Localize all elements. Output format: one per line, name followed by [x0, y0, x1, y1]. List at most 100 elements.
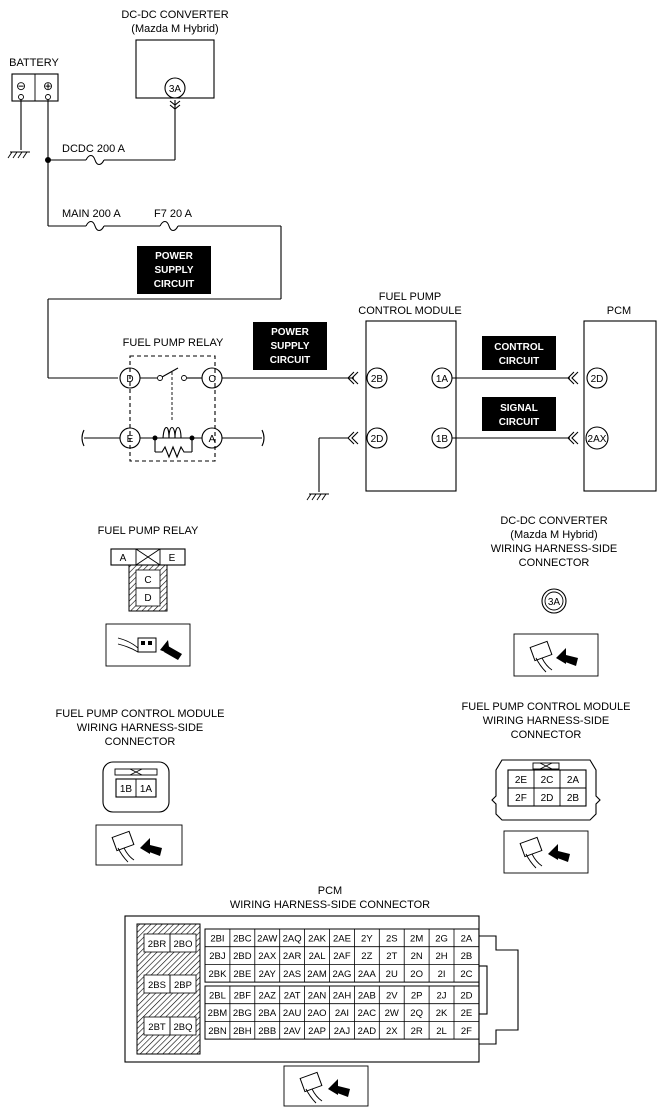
fpcm2-title: CONNECTOR: [511, 729, 582, 741]
pcm-pin-cell: 2AB: [358, 990, 376, 1001]
connector-plug-icon: [503, 830, 589, 874]
pcm-pin-cell: 2BK: [208, 969, 227, 980]
pcm-pin-cell: 2AZ: [259, 990, 277, 1001]
pcm-pin-cell: 2A: [461, 933, 473, 944]
fuel-pump-relay: FUEL PUMP RELAY D C E A: [81, 337, 354, 462]
ground-icon: [306, 493, 329, 501]
pcm-pin-cell: 2AG: [332, 969, 351, 980]
connector-plug-icon: [95, 824, 183, 866]
fuse-icon: [85, 220, 105, 232]
dcdc-connector-title: WIRING HARNESS-SIDE: [491, 543, 618, 555]
dcdc-converter: DC-DC CONVERTER (Mazda M Hybrid) 3A: [121, 9, 229, 160]
relay-connector-pin-e: E: [169, 553, 176, 564]
relay-pin-e: E: [127, 434, 134, 445]
pcm-pin-cell: 2BA: [258, 1008, 277, 1019]
pcm-pin-left: 2BQ: [173, 1022, 192, 1033]
connector-plug-icon: [283, 1065, 369, 1107]
fuse-dcdc: DCDC 200 A: [48, 143, 175, 166]
pcm-pin-cell: 2AY: [259, 969, 277, 980]
pcm-pin-cell: 2AV: [284, 1026, 302, 1037]
fpcm1-pin-1b: 1B: [120, 784, 133, 795]
pcm-pin-cell: 2M: [410, 933, 423, 944]
fuse-main-label: MAIN 200 A: [62, 208, 121, 220]
dcdc-connector-pin-3a: 3A: [548, 597, 561, 608]
badge-line: CIRCUIT: [499, 417, 540, 428]
dcdc-connector-title: DC-DC CONVERTER: [500, 515, 607, 527]
power-supply-badge-2: POWER SUPPLY CIRCUIT: [253, 322, 327, 370]
pcm-connector-title: WIRING HARNESS-SIDE CONNECTOR: [230, 899, 430, 911]
fpcm-title: CONTROL MODULE: [358, 305, 462, 317]
pcm-pin-cell: 2L: [436, 1026, 447, 1037]
pcm-pin-cell: 2G: [435, 933, 448, 944]
pcm-pin-cell: 2BG: [233, 1008, 252, 1019]
fpcm2-pin-2a: 2A: [567, 775, 580, 786]
dcdc-connector-title: (Mazda M Hybrid): [510, 529, 597, 541]
pcm-pin-cell: 2Q: [410, 1008, 423, 1019]
pcm-pin-cell: 2K: [436, 1008, 448, 1019]
pcm-pin-cell: 2AP: [308, 1026, 326, 1037]
battery-plus-icon: ⊕: [43, 79, 53, 93]
fuse-dcdc-label: DCDC 200 A: [62, 143, 126, 155]
pcm-pin-cell: 2BJ: [209, 951, 226, 962]
fpcm-pin-2b: 2B: [371, 374, 384, 385]
power-supply-badge-1: POWER SUPPLY CIRCUIT: [137, 246, 211, 294]
pcm-pin-cell: 2AF: [333, 951, 351, 962]
pcm-pin-cell: 2AN: [308, 990, 327, 1001]
relay-pin-a: A: [209, 434, 216, 445]
pcm-pin-cell: 2AU: [283, 1008, 302, 1019]
ground-icon: [7, 151, 30, 159]
fpcm-title: FUEL PUMP: [379, 291, 442, 303]
pcm-pin-cell: 2H: [435, 951, 447, 962]
pcm-pin-cell: 2BC: [233, 933, 252, 944]
fpcm1-title: CONNECTOR: [105, 736, 176, 748]
badge-line: CIRCUIT: [499, 356, 540, 367]
badge-line: POWER: [271, 327, 310, 338]
pcm: PCM 2D 2AX: [567, 305, 657, 492]
pcm-pin-cell: 2D: [460, 990, 472, 1001]
pcm-pin-cell: 2AD: [358, 1026, 377, 1037]
relay-connector-title: FUEL PUMP RELAY: [98, 525, 199, 537]
fpcm2-pin-2c: 2C: [541, 775, 554, 786]
dcdc-connector-title: CONNECTOR: [519, 557, 590, 569]
pcm-pin-cell: 2Z: [361, 951, 372, 962]
pcm-pin-cell: 2AX: [258, 951, 277, 962]
pcm-pin-cell: 2BB: [258, 1026, 276, 1037]
pcm-pin-left: 2BS: [148, 980, 166, 991]
fuse-icon: [159, 220, 179, 232]
fpcm-connector-1: FUEL PUMP CONTROL MODULE WIRING HARNESS-…: [56, 708, 225, 866]
badge-line: CONTROL: [494, 342, 543, 353]
signal-circuit-badge: SIGNAL CIRCUIT: [482, 397, 556, 431]
dcdc-pin-3a: 3A: [169, 84, 182, 95]
badge-line: SUPPLY: [270, 341, 309, 352]
fpcm2-pin-2f: 2F: [515, 793, 527, 804]
fpcm1-title: FUEL PUMP CONTROL MODULE: [56, 708, 225, 720]
pcm-connector-title: PCM: [318, 885, 342, 897]
badge-line: POWER: [155, 251, 194, 262]
relay-connector: FUEL PUMP RELAY A E C D: [98, 525, 199, 667]
pcm-pin-cell: 2AJ: [334, 1026, 351, 1037]
fpcm-pin-1a: 1A: [436, 374, 449, 385]
pcm-pin-cell: 2B: [461, 951, 473, 962]
relay-connector-pin-c: C: [144, 575, 151, 586]
pcm-pin-cell: 2T: [386, 951, 397, 962]
pcm-pin-left: 2BO: [173, 939, 192, 950]
pcm-pin-cell: 2AL: [309, 951, 326, 962]
pcm-pin-cell: 2BM: [208, 1008, 228, 1019]
relay-connector-pin-d: D: [144, 593, 151, 604]
fuse-icon: [85, 154, 105, 166]
pcm-pin-cell: 2I: [438, 969, 446, 980]
pcm-pin-2d: 2D: [591, 374, 604, 385]
badge-line: CIRCUIT: [270, 355, 311, 366]
pcm-pin-cell: 2J: [437, 990, 447, 1001]
pcm-pin-cell: 2AQ: [283, 933, 302, 944]
connector-plug-icon: [105, 623, 191, 667]
pcm-pin-cell: 2U: [386, 969, 398, 980]
fpcm2-title: FUEL PUMP CONTROL MODULE: [462, 701, 631, 713]
battery-minus-icon: ⊖: [16, 79, 26, 93]
pcm-pin-cell: 2AS: [283, 969, 301, 980]
pcm-pin-cell: 2AO: [308, 1008, 327, 1019]
fpcm2-title: WIRING HARNESS-SIDE: [483, 715, 610, 727]
